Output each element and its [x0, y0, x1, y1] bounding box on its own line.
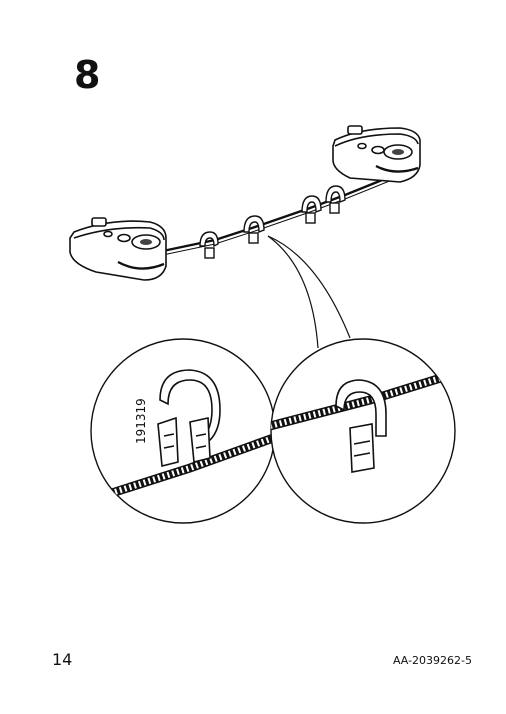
wire-clip-icon: [325, 185, 346, 214]
step-number: 8: [74, 53, 101, 97]
wire-clip-icon: [301, 195, 322, 224]
detail-magnifier-icon: 191319: [90, 338, 276, 524]
document-code: AA-2039262-5: [392, 654, 472, 667]
callout-lines: [267, 235, 351, 349]
wire-clip-icon: [199, 231, 219, 259]
tension-pulley-icon: [332, 125, 421, 183]
wire-icon: [157, 174, 393, 257]
wire-clip-icon: [157, 369, 221, 468]
part-number: 191319: [134, 398, 148, 444]
detail-magnifier-icon: [270, 338, 456, 524]
wire-clip-icon: [243, 215, 265, 244]
tension-pulley-icon: [69, 217, 167, 281]
page-number: 14: [52, 650, 73, 669]
wire-clip-icon: [335, 379, 387, 473]
